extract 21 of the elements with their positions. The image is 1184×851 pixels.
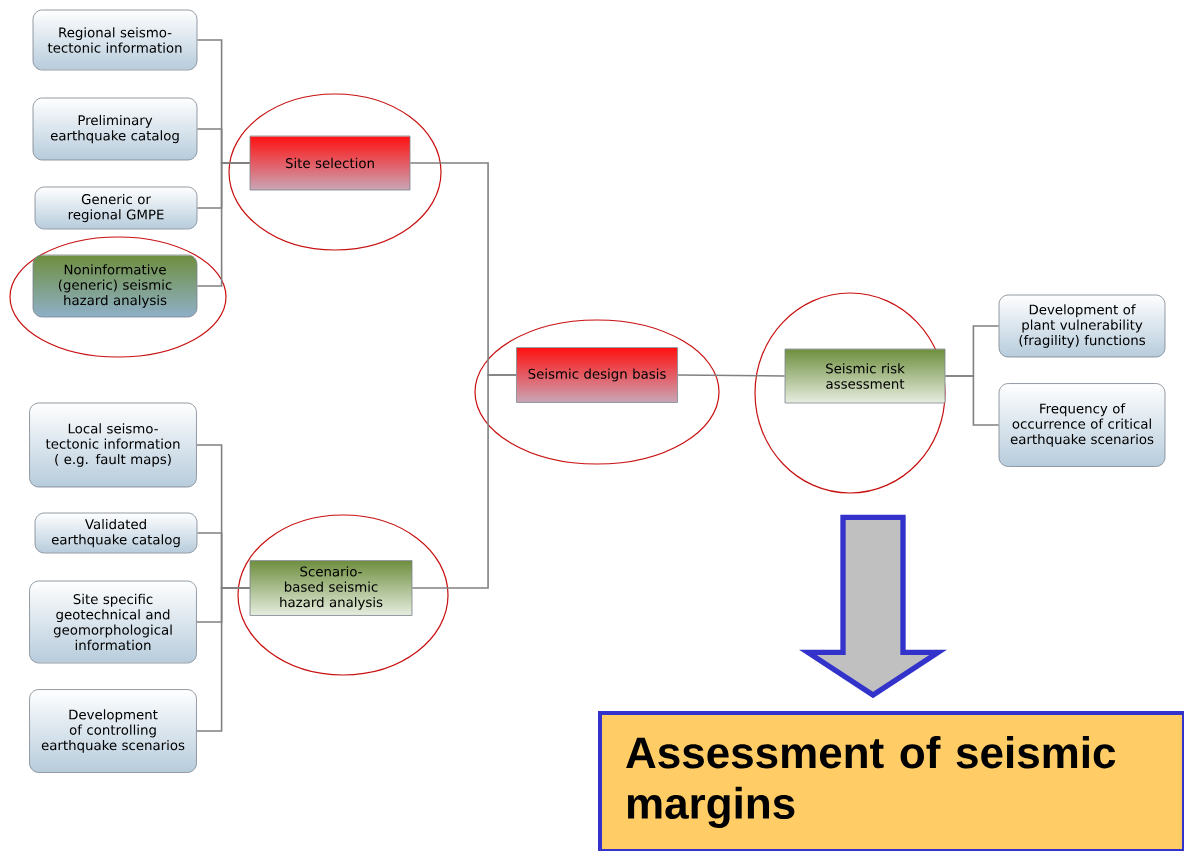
title-box: Assessment of seismic margins: [598, 711, 1184, 851]
connector-line: [677, 374, 786, 377]
connector-line: [196, 587, 251, 732]
process-box: Site selection: [249, 135, 411, 191]
info-box: Site specific geotechnical and geomorphological information: [29, 580, 197, 664]
info-box: Validated earthquake catalog: [34, 512, 198, 554]
process-box: Noninformative (generic) seismic hazard analysis: [32, 254, 198, 318]
block-arrow: [799, 514, 947, 699]
connector-line: [944, 375, 1000, 426]
info-box: Generic or regional GMPE: [34, 186, 198, 230]
process-box: Seismic risk assessment: [784, 348, 946, 404]
info-box: Development of plant vulnerability (fragility) functions: [998, 294, 1166, 358]
info-box: Preliminary earthquake catalog: [32, 97, 198, 161]
info-box: Development of controlling earthquake scenarios: [29, 689, 197, 773]
process-box: Scenario-based seismic hazard analysis: [249, 560, 413, 616]
connector-line: [196, 162, 251, 287]
info-box: Frequency of occurrence of critical earthquake scenarios: [998, 383, 1166, 467]
connector-line: [411, 374, 517, 589]
info-box: Local seismo-tectonic information ( e.g. fault maps): [29, 402, 197, 488]
process-box: Seismic design basis: [516, 347, 678, 403]
info-box: Regional seismo-tectonic information: [32, 9, 198, 71]
